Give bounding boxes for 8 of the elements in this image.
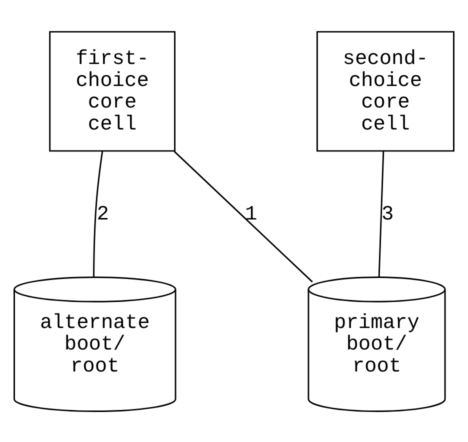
node-box: second- choice core cell xyxy=(316,30,454,152)
connector xyxy=(93,150,104,276)
edge-label: 3 xyxy=(382,203,394,226)
node-box: first- choice core cell xyxy=(49,30,176,152)
edge-label: 1 xyxy=(244,203,258,226)
connector xyxy=(378,150,384,277)
connector xyxy=(174,150,313,282)
edge-label: 2 xyxy=(96,203,109,226)
